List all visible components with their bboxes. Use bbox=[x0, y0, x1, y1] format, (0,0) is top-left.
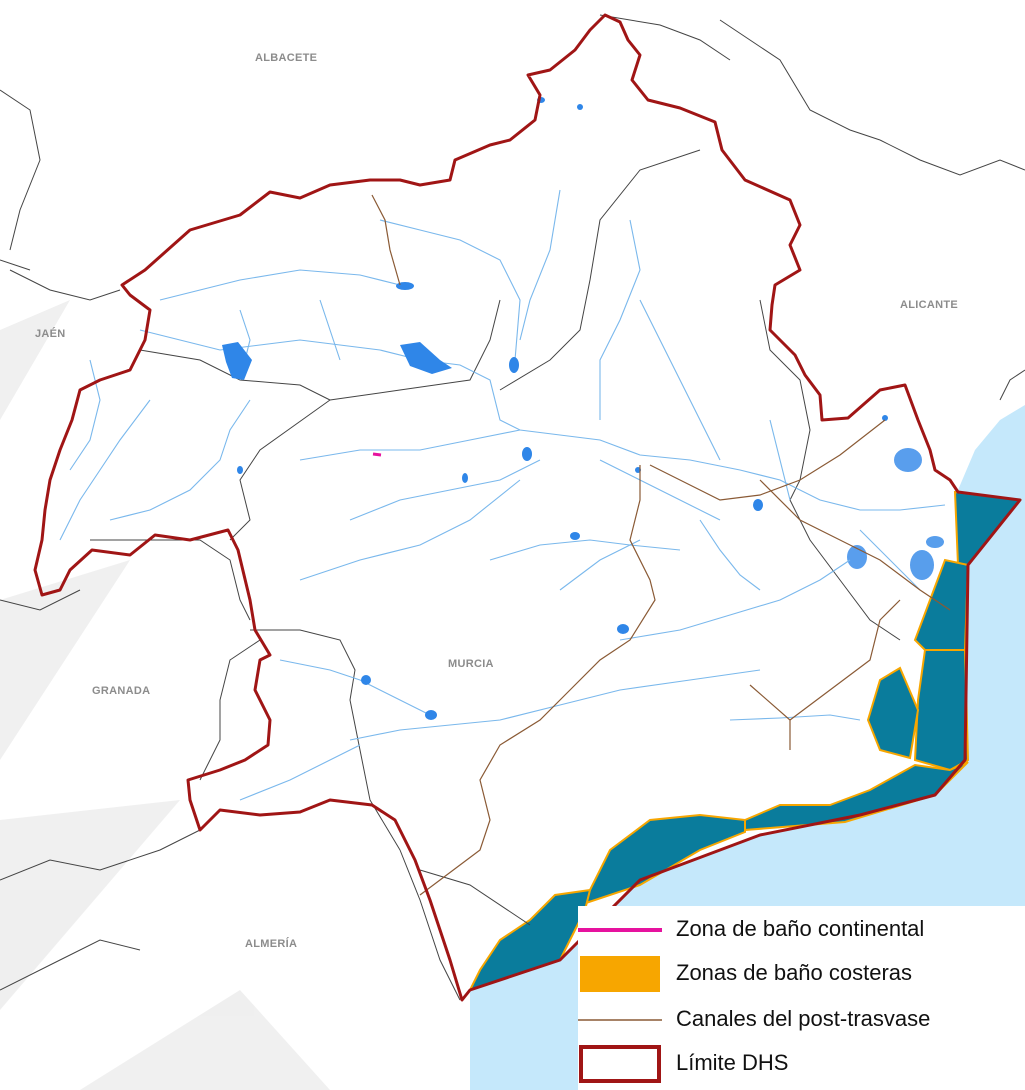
province-label-almeria: ALMERÍA bbox=[245, 937, 297, 950]
legend-item-coastal-bathing: Zonas de baño costeras bbox=[578, 954, 1025, 994]
legend-label: Límite DHS bbox=[676, 1050, 789, 1075]
province-label-murcia: MURCIA bbox=[448, 658, 494, 670]
legend-label: Canales del post-trasvase bbox=[676, 1006, 931, 1031]
legend-item-inland-bathing: Zona de baño continental bbox=[578, 910, 1025, 950]
province-borders bbox=[0, 14, 1025, 1001]
reservoirs bbox=[222, 97, 888, 720]
coastal-lagoons bbox=[847, 448, 944, 580]
province-label-jaen: JAÉN bbox=[35, 327, 66, 340]
post-trasvase-canals bbox=[371, 194, 951, 896]
brown-line-icon bbox=[578, 1019, 662, 1021]
inland-bathing-zone bbox=[372, 452, 382, 457]
orange-box-icon bbox=[580, 956, 660, 992]
map-legend: Zona de baño continental Zonas de baño c… bbox=[578, 906, 1025, 1090]
watermark-fan bbox=[0, 300, 330, 1090]
magenta-line-icon bbox=[578, 928, 662, 932]
legend-label: Zonas de baño costeras bbox=[676, 960, 913, 985]
legend-label: Zona de baño continental bbox=[676, 916, 925, 941]
coastal-water-bodies bbox=[468, 490, 1022, 992]
rivers bbox=[59, 189, 946, 801]
legend-item-dhs-limit: Límite DHS bbox=[578, 1044, 1025, 1084]
province-label-albacete: ALBACETE bbox=[255, 52, 317, 64]
dhs-boundary bbox=[33, 13, 1022, 1002]
province-label-alicante: ALICANTE bbox=[900, 299, 958, 311]
province-label-granada: GRANADA bbox=[92, 685, 150, 697]
red-outline-box-icon bbox=[579, 1045, 661, 1083]
legend-item-canals: Canales del post-trasvase bbox=[578, 1000, 1025, 1040]
